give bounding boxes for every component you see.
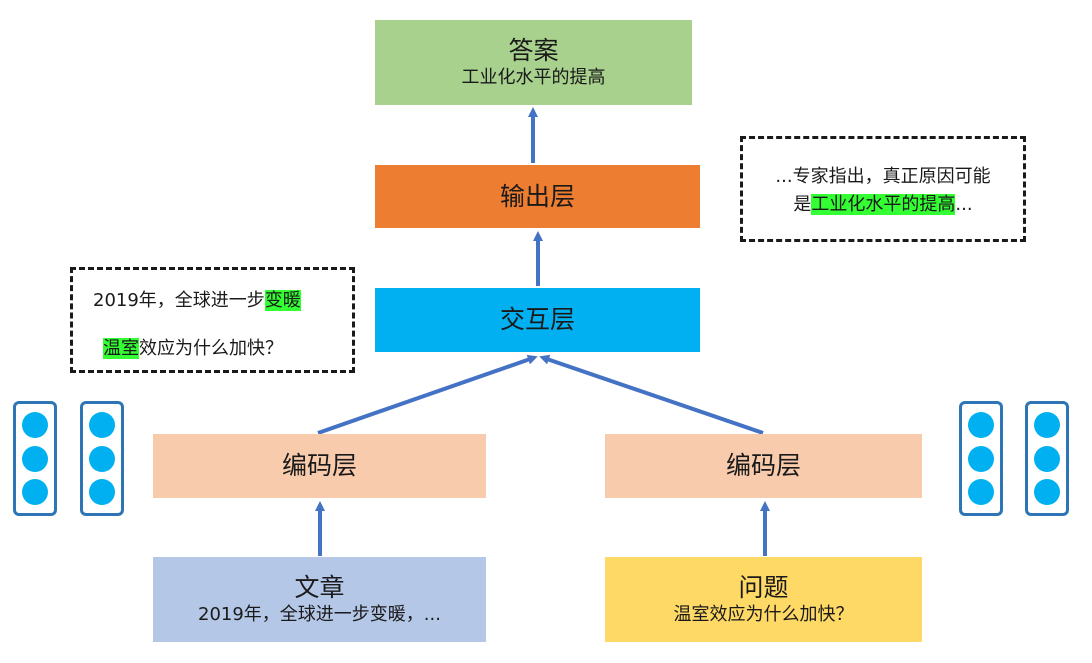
interaction-layer-box: 交互层 — [375, 288, 700, 352]
evidence-callout-line2-after: ... — [955, 193, 973, 215]
vector-icon-right-1 — [959, 401, 1003, 516]
output-layer-title: 输出层 — [499, 181, 575, 211]
interaction-layer-title: 交互层 — [499, 305, 575, 334]
vector-dot — [968, 411, 994, 438]
vector-dot — [22, 445, 48, 472]
vector-dot — [968, 445, 994, 472]
encoder-right-box: 编码层 — [605, 434, 922, 498]
question-callout-line1: 2019年，全球进一步变暖 — [93, 286, 301, 312]
vector-dot — [89, 445, 115, 472]
evidence-callout-line2: 是工业化水平的提高... — [743, 191, 1023, 219]
question-text: 温室效应为什么加快？ — [673, 603, 854, 625]
vector-dot — [1034, 479, 1060, 506]
vector-icon-left-2 — [80, 401, 124, 516]
question-callout-highlight-greenhouse: 温室 — [103, 338, 139, 359]
vector-dot — [22, 479, 48, 506]
vector-icon-right-2 — [1025, 401, 1069, 516]
arrow-encoder-right-to-interaction — [539, 354, 764, 435]
question-callout-line1-text: 2019年，全球进一步 — [93, 290, 265, 311]
question-callout-highlight-warming: 变暖 — [264, 290, 301, 311]
vector-dot — [22, 411, 48, 438]
question-callout: 2019年，全球进一步变暖 温室效应为什么加快？ — [70, 267, 355, 373]
arrow-encoder-left-to-interaction — [317, 354, 538, 435]
evidence-callout: ...专家指出，真正原因可能 是工业化水平的提高... — [740, 136, 1026, 242]
vector-dot — [968, 479, 994, 506]
evidence-callout-line1: ...专家指出，真正原因可能 — [775, 166, 991, 187]
vector-icon-left-1 — [13, 401, 57, 516]
evidence-callout-highlight-answer: 工业化水平的提高 — [811, 193, 956, 215]
passage-box: 文章 2019年，全球进一步变暖，... — [153, 557, 486, 642]
encoder-right-title: 编码层 — [725, 451, 801, 480]
output-layer-box: 输出层 — [375, 165, 700, 228]
evidence-callout-line2-before: 是 — [793, 193, 812, 215]
encoder-left-box: 编码层 — [153, 434, 486, 498]
vector-dot — [1034, 411, 1060, 438]
vector-dot — [89, 479, 115, 506]
answer-text: 工业化水平的提高 — [461, 66, 606, 88]
question-box: 问题 温室效应为什么加快？ — [605, 557, 922, 642]
passage-text: 2019年，全球进一步变暖，... — [198, 603, 441, 625]
vector-dot — [1034, 445, 1060, 472]
encoder-left-title: 编码层 — [281, 451, 357, 480]
passage-title: 文章 — [294, 572, 345, 602]
question-callout-line2: 温室效应为什么加快？ — [103, 334, 283, 360]
question-title: 问题 — [738, 572, 789, 602]
vector-dot — [89, 411, 115, 438]
question-callout-line2-text: 效应为什么加快？ — [139, 338, 283, 359]
answer-title: 答案 — [508, 35, 559, 65]
answer-box: 答案 工业化水平的提高 — [375, 20, 692, 105]
